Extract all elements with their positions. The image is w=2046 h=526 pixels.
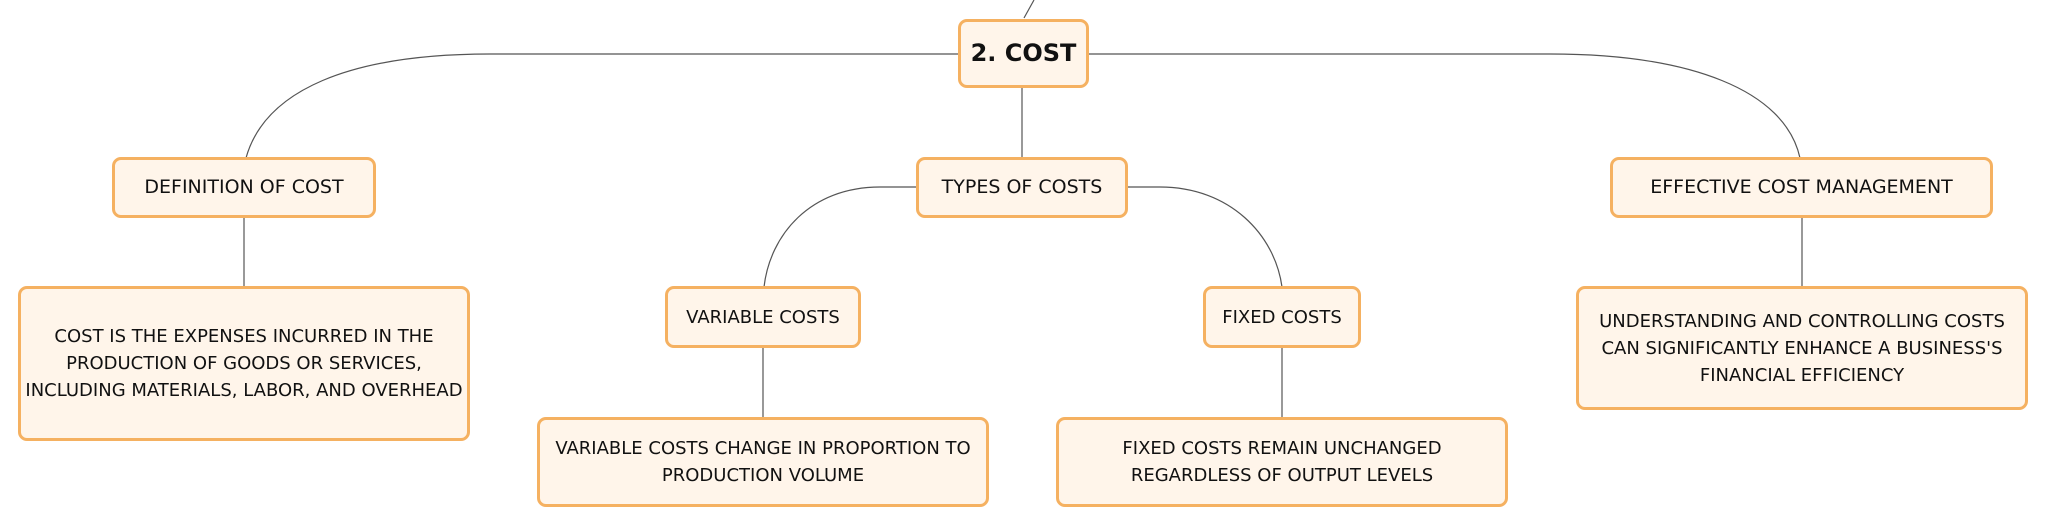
management-detail-node[interactable]: UNDERSTANDING AND CONTROLLING COSTS CAN … (1576, 286, 2028, 410)
fixed-costs-label: FIXED COSTS (1222, 306, 1342, 328)
variable-costs-label: VARIABLE COSTS (686, 306, 840, 328)
edge-types-to-variable (763, 186, 916, 288)
fixed-costs-detail-node[interactable]: FIXED COSTS REMAIN UNCHANGED REGARDLESS … (1056, 417, 1508, 507)
variable-costs-detail-node[interactable]: VARIABLE COSTS CHANGE IN PROPORTION TO P… (537, 417, 989, 507)
edge-root-to-definition (245, 53, 958, 159)
fixed-costs-detail-text: FIXED COSTS REMAIN UNCHANGED REGARDLESS … (1122, 438, 1442, 486)
types-of-costs-node[interactable]: TYPES OF COSTS (916, 157, 1128, 218)
edge-types-to-fixed (1128, 186, 1283, 288)
root-node[interactable]: 2. COST (958, 19, 1089, 88)
management-detail-text: UNDERSTANDING AND CONTROLLING COSTS CAN … (1599, 310, 2005, 386)
definition-detail-text: COST IS THE EXPENSES INCURRED IN THE PRO… (25, 326, 463, 401)
definition-of-cost-label: DEFINITION OF COST (144, 176, 344, 198)
definition-of-cost-node[interactable]: DEFINITION OF COST (112, 157, 376, 218)
edge-parent-to-root (1023, 0, 1035, 19)
variable-costs-node[interactable]: VARIABLE COSTS (665, 286, 861, 348)
effective-cost-management-label: EFFECTIVE COST MANAGEMENT (1650, 176, 1953, 198)
root-label: 2. COST (970, 39, 1077, 67)
effective-cost-management-node[interactable]: EFFECTIVE COST MANAGEMENT (1610, 157, 1993, 218)
edge-root-to-management (1089, 53, 1801, 159)
fixed-costs-node[interactable]: FIXED COSTS (1203, 286, 1361, 348)
types-of-costs-label: TYPES OF COSTS (941, 176, 1103, 198)
definition-detail-node[interactable]: COST IS THE EXPENSES INCURRED IN THE PRO… (18, 286, 470, 441)
variable-costs-detail-text: VARIABLE COSTS CHANGE IN PROPORTION TO P… (555, 438, 971, 486)
